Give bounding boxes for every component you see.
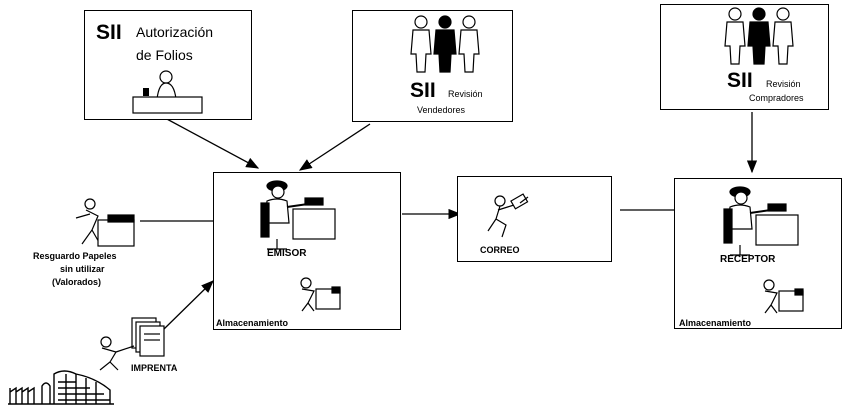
printer-worker-icon bbox=[99, 317, 165, 371]
compradores-sub-label: Compradores bbox=[749, 93, 804, 103]
autorizacion-title-line1: Autorización bbox=[136, 24, 214, 40]
resguardo-line1: Resguardo Papeles bbox=[33, 251, 117, 261]
compradores-revision-label: Revisión bbox=[766, 79, 801, 89]
worker-with-box-icon bbox=[300, 277, 341, 312]
worker-with-box-icon bbox=[763, 279, 804, 314]
running-courier-icon bbox=[487, 193, 529, 238]
emisor-box: EMISOR Almacenamiento bbox=[213, 172, 401, 330]
emisor-storage-label: Almacenamiento bbox=[216, 318, 289, 328]
vendedores-sub-label: Vendedores bbox=[417, 105, 466, 115]
worker-at-computer-icon bbox=[260, 180, 336, 250]
resguardo-line2: sin utilizar bbox=[60, 264, 105, 274]
factory-icon bbox=[8, 370, 114, 405]
revision-vendedores-box: SII Revisión Vendedores bbox=[352, 10, 513, 122]
emisor-label: EMISOR bbox=[267, 248, 307, 259]
worker-carrying-box-icon bbox=[75, 198, 135, 247]
revision-compradores-box: SII Revisión Compradores bbox=[660, 4, 829, 110]
compradores-sii-label: SII bbox=[727, 69, 753, 92]
arrow-imprenta-to-emisor bbox=[162, 280, 214, 331]
people-group-icon bbox=[410, 15, 480, 73]
receptor-label: RECEPTOR bbox=[720, 254, 776, 265]
receptor-box: RECEPTOR Almacenamiento bbox=[674, 178, 842, 329]
clerk-at-desk-icon bbox=[132, 70, 203, 114]
autorizacion-folios-box: SII Autorización de Folios bbox=[84, 10, 252, 120]
receptor-storage-label: Almacenamiento bbox=[679, 318, 752, 328]
vendedores-revision-label: Revisión bbox=[448, 89, 483, 99]
people-group-icon bbox=[724, 7, 794, 65]
correo-box: CORREO bbox=[457, 176, 612, 262]
arrow-autorizacion-to-emisor bbox=[164, 117, 260, 169]
autorizacion-title-line2: de Folios bbox=[136, 47, 193, 63]
imprenta-label: IMPRENTA bbox=[131, 363, 178, 373]
correo-label: CORREO bbox=[480, 245, 520, 255]
vendedores-sii-label: SII bbox=[410, 79, 436, 102]
autorizacion-sii-label: SII bbox=[96, 21, 122, 44]
resguardo-line3: (Valorados) bbox=[52, 277, 102, 287]
arrow-vendedores-to-emisor bbox=[298, 123, 371, 171]
worker-at-computer-icon bbox=[723, 186, 799, 256]
